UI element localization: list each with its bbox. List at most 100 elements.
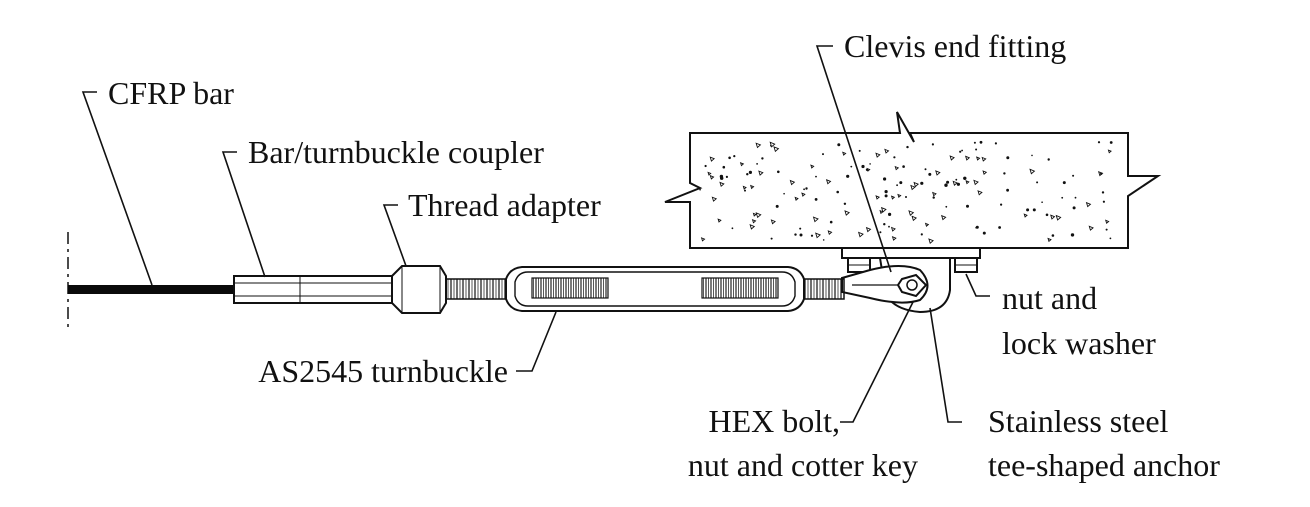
aggregate-speck <box>725 175 729 178</box>
thread-adapter <box>391 265 447 314</box>
aggregate-speck <box>815 175 817 178</box>
aggregate-speck <box>945 205 948 208</box>
aggregate-speck <box>1102 200 1105 203</box>
aggregate-speck <box>805 187 808 190</box>
aggregate-stone <box>755 142 762 149</box>
aggregate-speck <box>888 225 890 228</box>
aggregate-stone <box>789 179 796 186</box>
aggregate-speck <box>944 183 948 187</box>
aggregate-stone <box>894 165 900 171</box>
aggregate-speck <box>998 226 1001 229</box>
aggregate-stone <box>880 206 887 213</box>
aggregate-speck <box>883 177 887 181</box>
aggregate-stone <box>812 216 819 223</box>
aggregate-speck <box>799 227 802 230</box>
aggregate-speck <box>966 204 969 208</box>
aggregate-stone <box>742 185 747 190</box>
aggregate-stone <box>857 231 864 238</box>
aggregate-stone <box>844 210 851 216</box>
aggregate-speck <box>858 149 861 152</box>
aggregate-stone <box>890 195 896 200</box>
aggregate-stone <box>910 184 916 191</box>
aggregate-stone <box>739 162 745 167</box>
aggregate-speck <box>746 173 749 176</box>
aggregate-speck <box>1101 191 1105 194</box>
aggregate-speck <box>861 164 865 169</box>
aggregate-stone <box>750 184 755 190</box>
aggregate-speck <box>994 142 998 145</box>
aggregate-stone <box>1055 214 1062 221</box>
aggregate-speck <box>1045 213 1049 217</box>
aggregate-stone <box>758 170 764 176</box>
aggregate-stone <box>707 171 712 176</box>
aggregate-stone <box>769 141 776 148</box>
aggregate-speck <box>777 170 780 174</box>
aggregate-speck <box>963 176 967 180</box>
aggregate-stone <box>866 167 871 172</box>
aggregate-stone <box>908 210 915 216</box>
concrete-aggregate <box>699 140 1113 244</box>
leader-lines <box>81 45 990 423</box>
aggregate-speck <box>822 239 825 241</box>
cfrp-bar <box>67 232 234 330</box>
aggregate-speck <box>1026 208 1030 212</box>
aggregate-speck <box>1061 196 1064 199</box>
aggregate-stone <box>976 156 981 161</box>
threaded-rod-left <box>445 278 507 300</box>
aggregate-speck <box>850 165 853 168</box>
aggregate-speck <box>722 165 726 169</box>
aggregate-speck <box>961 149 963 152</box>
label-clevis-end-fitting: Clevis end fitting <box>844 28 1067 64</box>
aggregate-speck <box>973 141 976 144</box>
aggregate-speck <box>704 164 707 168</box>
aggregate-stone <box>928 238 934 244</box>
aggregate-speck <box>770 237 773 240</box>
aggregate-speck <box>699 188 701 191</box>
aggregate-speck <box>829 220 833 224</box>
aggregate-speck <box>879 231 882 234</box>
aggregate-stone <box>952 180 958 186</box>
aggregate-stone <box>964 155 971 161</box>
aggregate-speck <box>931 143 935 146</box>
aggregate-stone <box>982 170 988 175</box>
aggregate-speck <box>1041 201 1043 203</box>
label-nut-lock-2: lock washer <box>1002 325 1156 361</box>
aggregate-speck <box>884 194 888 198</box>
aggregate-stone <box>875 152 881 158</box>
aggregate-speck <box>982 231 986 235</box>
aggregate-stone <box>879 209 884 215</box>
aggregate-stone <box>827 230 833 236</box>
label-hex-bolt-1: HEX bolt, <box>708 403 840 439</box>
aggregate-stone <box>1050 214 1056 220</box>
aggregate-speck <box>1105 228 1108 231</box>
aggregate-speck <box>799 233 803 237</box>
aggregate-speck <box>1006 156 1010 160</box>
aggregate-speck <box>719 174 724 179</box>
aggregate-stone <box>770 219 776 225</box>
aggregate-speck <box>733 155 736 158</box>
aggregate-speck <box>928 172 932 176</box>
label-hex-bolt-2: nut and cotter key <box>687 447 918 483</box>
aggregate-stone <box>810 164 815 169</box>
aggregate-speck <box>836 190 839 194</box>
aggregate-stone <box>865 226 872 233</box>
aggregate-speck <box>783 192 785 195</box>
aggregate-stone <box>794 196 799 201</box>
aggregate-stone <box>1097 170 1104 177</box>
clevis-end-fitting <box>841 265 929 304</box>
aggregate-stone <box>977 190 983 196</box>
label-anchor-1: Stainless steel <box>988 403 1169 439</box>
aggregate-speck <box>748 170 753 174</box>
aggregate-stone <box>815 232 822 239</box>
aggregate-stone <box>719 181 725 187</box>
aggregate-speck <box>906 145 909 149</box>
aggregate-speck <box>975 226 978 229</box>
aggregate-stone <box>911 215 918 222</box>
aggregate-speck <box>924 168 927 171</box>
aggregate-speck <box>920 181 924 185</box>
aggregate-stone <box>1047 237 1052 243</box>
aggregate-speck <box>893 156 896 159</box>
aggregate-speck <box>1032 208 1036 212</box>
aggregate-speck <box>837 143 841 147</box>
aggregate-speck <box>794 233 797 236</box>
